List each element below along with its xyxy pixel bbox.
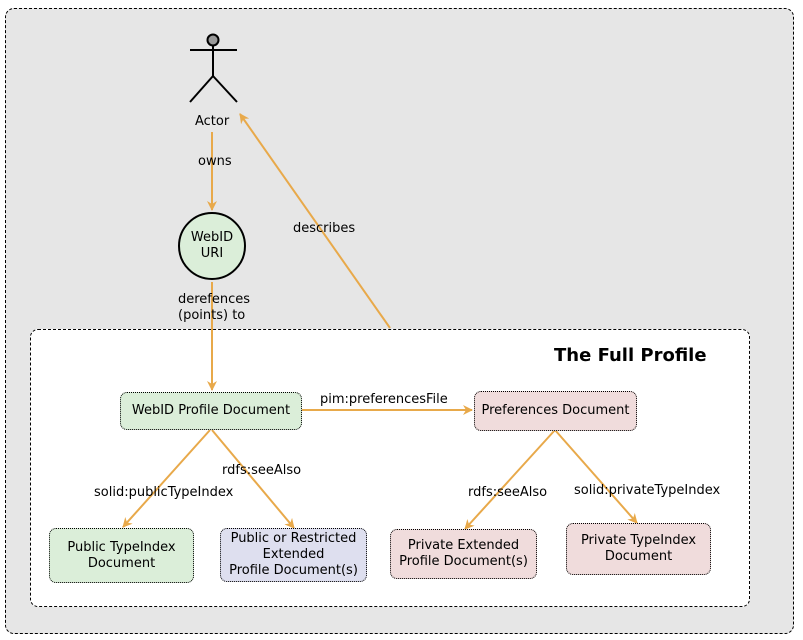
- actor-leg-left: [189, 75, 214, 103]
- webid-uri-node: WebID URI: [178, 212, 246, 280]
- edge-label-see-also-right: rdfs:seeAlso: [468, 485, 548, 500]
- preferences-document-node: Preferences Document: [474, 391, 637, 431]
- edge-private-typeindex: [554, 429, 638, 524]
- edge-label-see-also-left: rdfs:seeAlso: [222, 463, 302, 478]
- edge-see-also-right: [464, 429, 556, 530]
- edge-label-describes: describes: [293, 221, 356, 236]
- edge-see-also-left: [211, 429, 295, 529]
- actor-leg-right: [212, 75, 238, 103]
- edge-label-private-typeindex: solid:privateTypeIndex: [574, 483, 721, 498]
- edge-label-derefences: derefences (points) to: [178, 292, 251, 323]
- private-typeindex-document-node: Private TypeIndex Document: [566, 523, 711, 575]
- actor-figure: [189, 33, 238, 103]
- webid-profile-document-node: WebID Profile Document: [120, 392, 302, 430]
- edge-describes: [239, 113, 391, 329]
- actor-label: Actor: [195, 114, 230, 129]
- actor-head: [206, 33, 220, 47]
- edge-label-public-typeindex: solid:publicTypeIndex: [94, 485, 234, 500]
- full-profile-title: The Full Profile: [554, 345, 707, 366]
- edge-label-owns: owns: [198, 154, 232, 169]
- public-typeindex-document-node: Public TypeIndex Document: [49, 528, 194, 583]
- private-extended-profile-node: Private Extended Profile Document(s): [390, 529, 537, 579]
- extended-profile-document-node: Public or Restricted Extended Profile Do…: [220, 528, 367, 582]
- edge-public-typeindex: [122, 429, 211, 528]
- edge-label-preferences-file: pim:preferencesFile: [320, 392, 448, 407]
